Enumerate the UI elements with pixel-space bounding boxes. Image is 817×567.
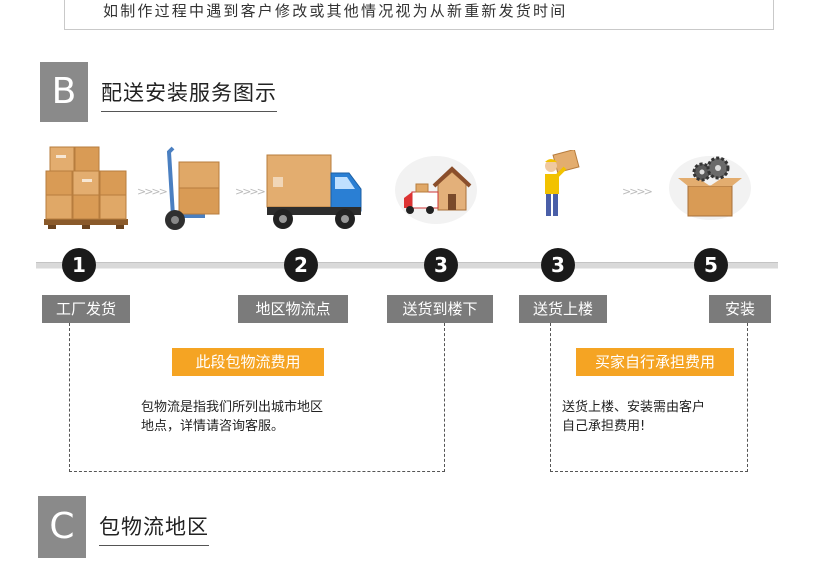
step-label-upstairs: 送货上楼 bbox=[519, 295, 607, 323]
step-number-3: 3 bbox=[424, 248, 458, 282]
logistics-desc-line: 地点，详情请咨询客服。 bbox=[141, 419, 285, 434]
step-number-1: 1 bbox=[62, 248, 96, 282]
section-c-letter: C bbox=[38, 496, 86, 558]
section-b-title: 配送安装服务图示 bbox=[101, 77, 277, 112]
step-number-4: 3 bbox=[541, 248, 575, 282]
buyer-desc-line: 自己承担费用! bbox=[562, 419, 646, 434]
section-b-letter: B bbox=[40, 62, 88, 122]
buyer-paid-badge: 买家自行承担费用 bbox=[576, 348, 734, 376]
buyer-paid-box bbox=[550, 323, 748, 472]
logistics-covered-desc: 包物流是指我们所列出城市地区 地点，详情请咨询客服。 bbox=[141, 398, 323, 436]
logistics-covered-box bbox=[69, 323, 445, 472]
buyer-desc-line: 送货上楼、安装需由客户 bbox=[562, 400, 706, 415]
notice-text: 如制作过程中遇到客户修改或其他情况视为从新重新发货时间 bbox=[103, 2, 568, 20]
hand-truck-icon bbox=[165, 146, 220, 230]
step-number-5: 5 bbox=[694, 248, 728, 282]
worker-carrying-box-icon bbox=[545, 150, 580, 216]
step-label-downstairs: 送货到楼下 bbox=[387, 295, 493, 323]
flow-arrows: >>>> bbox=[235, 185, 266, 198]
gears-box-icon bbox=[669, 156, 751, 220]
step-label-regional-hub: 地区物流点 bbox=[238, 295, 348, 323]
step-label-install: 安装 bbox=[709, 295, 771, 323]
section-c-title: 包物流地区 bbox=[99, 511, 209, 546]
logistics-desc-line: 包物流是指我们所列出城市地区 bbox=[141, 400, 324, 415]
flow-arrows: >>>> bbox=[622, 185, 653, 198]
step-label-factory: 工厂发货 bbox=[42, 295, 130, 323]
flow-arrows: >>>> bbox=[137, 185, 168, 198]
timeline-bar bbox=[36, 262, 778, 269]
delivery-truck-icon bbox=[266, 154, 362, 229]
van-house-icon bbox=[395, 156, 477, 224]
boxes-pallet-icon bbox=[44, 146, 128, 229]
step-number-2: 2 bbox=[284, 248, 318, 282]
buyer-paid-desc: 送货上楼、安装需由客户 自己承担费用! bbox=[562, 398, 705, 436]
notice-banner: 如制作过程中遇到客户修改或其他情况视为从新重新发货时间 bbox=[64, 0, 774, 30]
logistics-covered-badge: 此段包物流费用 bbox=[172, 348, 324, 376]
